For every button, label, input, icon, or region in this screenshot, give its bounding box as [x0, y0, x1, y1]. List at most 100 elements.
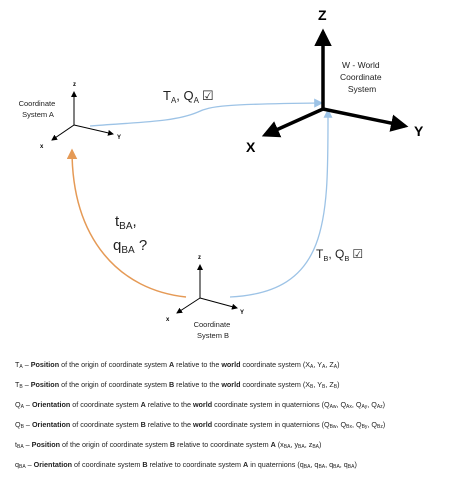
- system-a-y-label: Y: [117, 135, 121, 141]
- legend-text: relative to the: [145, 400, 193, 409]
- system-a-axes: [51, 91, 114, 141]
- check-icon: ☑: [352, 247, 363, 261]
- legend-text: relative to the: [174, 360, 222, 369]
- legend-text: B: [142, 460, 148, 469]
- world-system-label: W - World Coordinate System: [340, 60, 384, 94]
- check-icon: ☑: [202, 88, 214, 103]
- system-b-x-label: x: [166, 317, 170, 323]
- legend-text: of the origin of coordinate system: [59, 360, 169, 369]
- legend-text: Orientation: [31, 420, 71, 429]
- legend-text: of the origin of coordinate system: [59, 380, 169, 389]
- world-z-label: Z: [318, 7, 327, 23]
- legend-text: A: [310, 364, 314, 370]
- ta-qa-label: TA, QA☑: [163, 88, 214, 105]
- coordinate-systems-diagram: Z X Y W - World Coordinate System z x Y …: [19, 7, 424, 340]
- legend-item: qBA – Orientation of coordinate system B…: [15, 460, 357, 472]
- legend-text: B: [20, 424, 24, 430]
- legend-text: BA: [318, 464, 326, 470]
- legend-text: ): [318, 440, 322, 449]
- legend-text: Position: [31, 440, 61, 449]
- legend-text: Orientation: [31, 400, 71, 409]
- legend-text: coordinate system (X: [240, 380, 311, 389]
- legend-text: A: [140, 400, 146, 409]
- legend-text: T: [15, 380, 20, 389]
- legend-text: ): [354, 460, 357, 469]
- legend-text: –: [22, 360, 31, 369]
- tb-qb-label: TB, QB☑: [316, 247, 363, 263]
- legend-text: –: [23, 400, 32, 409]
- legend-text: Q: [15, 420, 21, 429]
- legend-text: A: [19, 364, 23, 370]
- legend-text: Position: [30, 360, 60, 369]
- legend-text: Bz: [377, 424, 383, 430]
- legend-text: ): [382, 420, 386, 429]
- legend-text: , Q: [336, 420, 347, 429]
- legend-text: of the origin of coordinate system: [60, 440, 170, 449]
- system-b-axes: [176, 264, 238, 314]
- system-b-z-label: z: [198, 255, 201, 261]
- legend-text: Ax: [346, 404, 352, 410]
- legend-text: A: [322, 364, 326, 370]
- legend-text: relative to the: [174, 380, 222, 389]
- legend-item: QB – Orientation of coordinate system B …: [15, 420, 385, 432]
- legend-text: Q: [15, 400, 21, 409]
- legend-text: A: [243, 460, 249, 469]
- legend-text: q: [15, 460, 19, 469]
- arrow-b-to-world: [229, 108, 333, 298]
- legend-text: , Z: [325, 380, 334, 389]
- legend-text: B: [168, 380, 175, 389]
- legend-text: B: [322, 384, 326, 390]
- legend-item: TB – Position of the origin of coordinat…: [15, 380, 340, 392]
- legend-text: A: [270, 440, 276, 449]
- legend-text: B: [169, 440, 176, 449]
- legend-item: tBA – Position of the origin of coordina…: [15, 440, 321, 452]
- system-b-label: Coordinate System B: [194, 320, 233, 340]
- world-axes: [261, 28, 409, 138]
- legend-text: world: [221, 380, 241, 389]
- legend-text: BA: [312, 444, 319, 450]
- legend-text: B: [310, 384, 314, 390]
- legend-text: By: [361, 424, 368, 430]
- system-b-y-label: Y: [240, 310, 244, 316]
- legend-text: Ay: [361, 404, 368, 410]
- legend-text: world: [192, 400, 213, 409]
- legend-text: world: [192, 420, 213, 429]
- legend-text: BA: [19, 464, 26, 470]
- legend-text: ): [337, 360, 340, 369]
- legend-text: , Q: [351, 420, 362, 429]
- legend-text: Position: [30, 380, 60, 389]
- legend-text: in quaternions (q: [248, 460, 304, 469]
- legend-text: , Q: [367, 420, 378, 429]
- system-a-label: Coordinate System A: [19, 99, 58, 119]
- legend-text: –: [22, 380, 31, 389]
- legend-text: , Y: [313, 360, 323, 369]
- legend-item: TA – Position of the origin of coordinat…: [15, 360, 340, 372]
- legend-text: , Q: [367, 400, 377, 409]
- legend-text: , Q: [336, 400, 347, 409]
- legend-text: BA: [283, 444, 291, 450]
- legend-text: Aw: [329, 404, 337, 410]
- legend-text: , q: [339, 460, 348, 469]
- legend-text: ): [382, 400, 386, 409]
- legend-text: Orientation: [33, 460, 73, 469]
- tba-label: tBA,: [115, 213, 137, 232]
- legend-text: relative to the: [145, 420, 193, 429]
- legend-text: BA: [303, 464, 311, 470]
- legend-text: B: [333, 384, 338, 390]
- legend-text: B: [19, 384, 23, 390]
- legend-text: BA: [17, 444, 24, 450]
- system-a-z-label: z: [73, 82, 76, 88]
- legend-text: ): [337, 380, 340, 389]
- legend-text: world: [221, 360, 241, 369]
- legend-text: , q: [310, 460, 319, 469]
- world-x-label: X: [246, 139, 256, 155]
- arrow-b-to-a: [66, 148, 187, 298]
- legend-text: of coordinate system: [72, 460, 143, 469]
- legend-text: A: [333, 364, 338, 370]
- legend-text: BA: [333, 464, 340, 470]
- legend-text: , y: [290, 440, 299, 449]
- arrow-a-to-world: [89, 98, 324, 127]
- legend-text: , q: [325, 460, 334, 469]
- legend-text: –: [25, 460, 34, 469]
- legend-text: , Z: [325, 360, 334, 369]
